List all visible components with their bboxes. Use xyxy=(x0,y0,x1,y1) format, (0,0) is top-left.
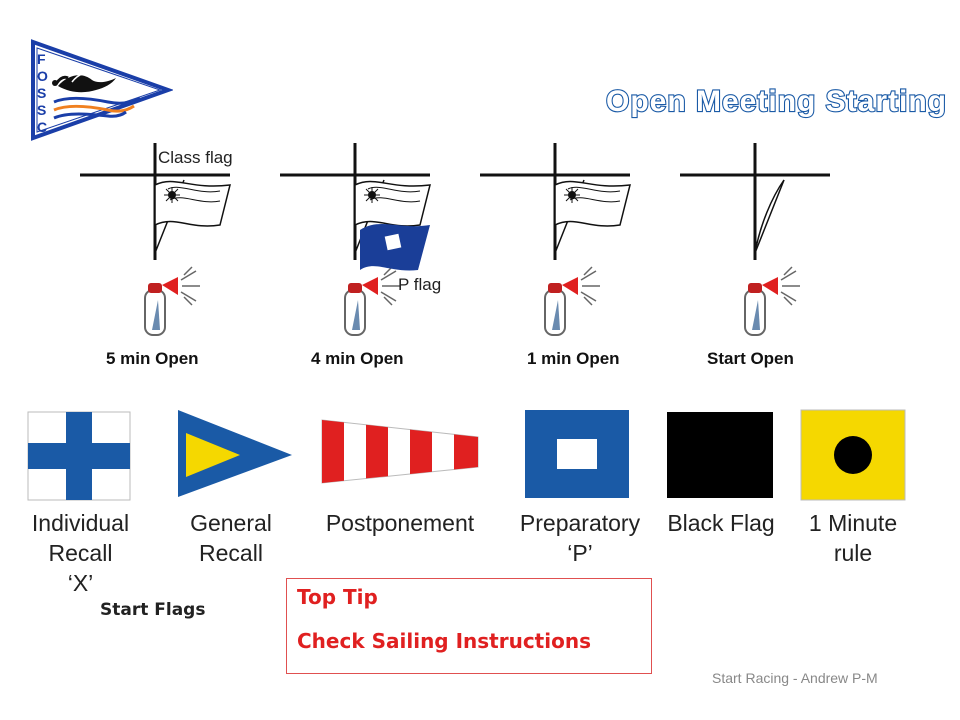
signal-4-min: P flag xyxy=(278,141,441,336)
page-title: Open Meeting Starting xyxy=(605,84,947,119)
flag-label-black-flag: Black Flag xyxy=(667,510,775,536)
logo-letter: C xyxy=(37,119,47,135)
p-flag-icon xyxy=(525,410,629,498)
flags-row xyxy=(27,409,906,501)
signal-1-min xyxy=(478,141,632,336)
x-flag-icon xyxy=(27,411,131,501)
p-flag-icon xyxy=(360,224,430,271)
flag-label-postponement: Postponement xyxy=(325,510,475,536)
black-flag-icon xyxy=(667,412,773,498)
first-substitute-flag-icon xyxy=(178,410,292,497)
i-flag-icon xyxy=(800,409,906,501)
logo-letter: F xyxy=(37,51,46,67)
start-flags-caption: Start Flags xyxy=(100,600,206,620)
p-flag-label: P flag xyxy=(398,275,441,294)
fossc-logo: F O S S C xyxy=(31,39,173,141)
class-flag-label: Class flag xyxy=(158,148,233,167)
goose-icon xyxy=(52,70,116,93)
top-tip-title: Top Tip xyxy=(297,585,378,609)
logo-letter: O xyxy=(37,68,48,84)
top-tip-box: Top Tip Check Sailing Instructions xyxy=(286,578,652,674)
signal-label: 1 min Open xyxy=(527,349,620,368)
logo-letter: S xyxy=(37,102,46,118)
signal-label: Start Open xyxy=(707,349,794,368)
signal-5-min: Class flag xyxy=(78,141,233,336)
signal-label: 4 min Open xyxy=(311,349,404,368)
start-signal-diagrams: Class flag P flag xyxy=(78,141,832,336)
logo-letter: S xyxy=(37,85,46,101)
flag-label-preparatory: Preparatory‘P’ xyxy=(519,510,641,566)
top-tip-body: Check Sailing Instructions xyxy=(297,629,591,653)
signal-start xyxy=(678,141,832,336)
page-title-text: Open Meeting Starting xyxy=(606,85,947,118)
postponement-flag-icon xyxy=(321,419,479,484)
signal-label: 5 min Open xyxy=(106,349,199,368)
slide-footer: Start Racing - Andrew P-M xyxy=(712,670,878,686)
